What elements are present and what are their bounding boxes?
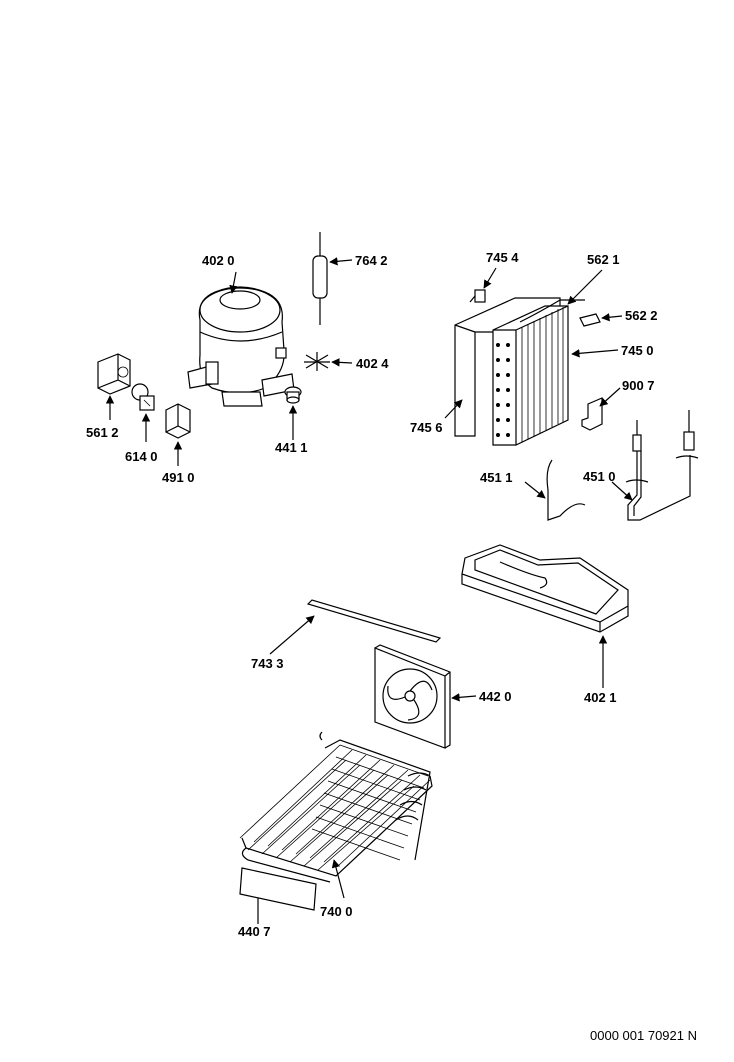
label-evaporator: 745 0 — [621, 343, 654, 358]
seal-strip-part — [306, 599, 442, 643]
label-plate-part — [239, 867, 317, 911]
diagram-reference-number: 0000 001 70921 N — [590, 1028, 697, 1043]
label-label-plate: 440 7 — [238, 924, 271, 939]
label-evap-sensor-b: 562 2 — [625, 308, 658, 323]
label-heater-tube: 451 0 — [583, 469, 616, 484]
heater-tube-part — [625, 410, 699, 521]
evaporator-part — [492, 299, 585, 446]
fan-part — [374, 644, 451, 749]
capacitor-part — [165, 403, 191, 439]
evap-sensor-b-part — [579, 313, 601, 327]
clip-compressor-part — [304, 352, 330, 371]
condenser-part — [239, 731, 433, 883]
label-evap-sensor-a: 562 1 — [587, 252, 620, 267]
label-bracket: 900 7 — [622, 378, 655, 393]
relay-part — [97, 353, 131, 395]
label-capacitor: 491 0 — [162, 470, 195, 485]
label-evap-clip: 745 4 — [486, 250, 519, 265]
label-compressor: 402 0 — [202, 253, 235, 268]
label-drip-tray: 402 1 — [584, 690, 617, 705]
drain-hook-part — [546, 459, 586, 521]
drip-tray-part — [461, 544, 629, 633]
grommet-part — [284, 386, 302, 404]
label-fan: 442 0 — [479, 689, 512, 704]
evap-clip-part — [469, 289, 486, 303]
label-clip-compressor: 402 4 — [356, 356, 389, 371]
label-relay: 561 2 — [86, 425, 119, 440]
bracket-part — [581, 397, 603, 431]
overload-part — [131, 383, 155, 411]
label-condenser: 740 0 — [320, 904, 353, 919]
label-seal-strip: 743 3 — [251, 656, 284, 671]
label-drain-hook: 451 1 — [480, 470, 513, 485]
dryer-filter-part — [312, 232, 328, 325]
label-evap-cover: 745 6 — [410, 420, 443, 435]
label-grommet: 441 1 — [275, 440, 308, 455]
compressor-part — [187, 286, 295, 407]
label-dryer-filter: 764 2 — [355, 253, 388, 268]
label-overload: 614 0 — [125, 449, 158, 464]
